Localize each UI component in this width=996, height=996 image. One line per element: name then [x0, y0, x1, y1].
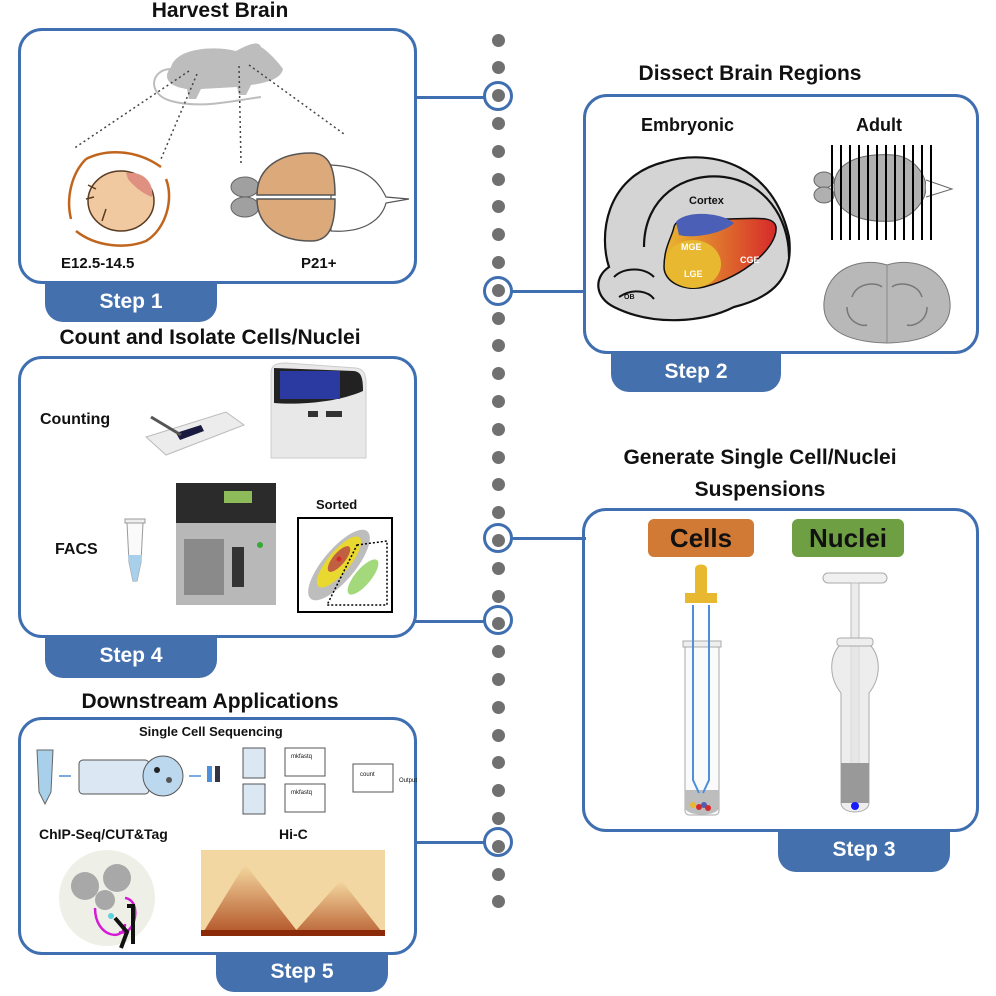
adult-age-label: P21+: [301, 255, 337, 272]
timeline-dot: [491, 506, 505, 520]
mkfastq-label-2: mkfastq: [291, 790, 313, 796]
timeline-dot: [491, 811, 505, 825]
step1-tab: Step 1: [45, 282, 217, 322]
timeline-dot: [491, 144, 505, 158]
mouse-icon: [153, 43, 283, 106]
hic-label: Hi-C: [279, 826, 308, 842]
pipette-tube-icon: [682, 564, 722, 816]
step2-panel: Embryonic Adult Cortex MGE LGE CGE OB: [583, 94, 979, 354]
step4-panel: Counting FACS Sorted: [18, 356, 417, 638]
timeline-dot: [491, 450, 505, 464]
timeline-dot: [491, 561, 505, 575]
timeline-dot: [491, 61, 505, 75]
timeline-dot: [491, 700, 505, 714]
chip-seq-diagram: [59, 850, 155, 949]
nuclei-badge: Nuclei: [792, 519, 904, 557]
step2-connector: [512, 290, 586, 293]
step3-title-line1: Generate Single Cell/Nuclei: [623, 446, 897, 469]
timeline-step-marker: [483, 827, 513, 857]
timeline-dot: [491, 422, 505, 436]
adult-brain-icon: [230, 152, 410, 242]
timeline-dot: [491, 367, 505, 381]
output-label: Output: [399, 778, 418, 784]
ob-label: OB: [624, 294, 635, 301]
microcentrifuge-tube-icon: [124, 518, 146, 582]
step5-connector: [414, 841, 484, 844]
timeline-dot: [491, 728, 505, 742]
chip-label: ChIP-Seq/CUT&Tag: [39, 826, 168, 842]
facs-machine-icon: [176, 483, 276, 605]
embryo-icon: [67, 151, 171, 247]
timeline-step-marker: [483, 276, 513, 306]
scseq-pipeline-diagram: [36, 747, 394, 815]
timeline-dot: [491, 33, 505, 47]
cortex-label: Cortex: [689, 195, 724, 207]
cell-counter-icon: [270, 362, 367, 459]
timeline-dot: [491, 394, 505, 408]
timeline-dot: [491, 589, 505, 603]
step3-title-line2: Suspensions: [694, 478, 826, 501]
step1-title: Harvest Brain: [151, 0, 289, 22]
timeline-dot: [491, 200, 505, 214]
mkfastq-label-1: mkfastq: [291, 754, 313, 760]
step2-tab: Step 2: [611, 352, 781, 392]
hic-heatmap: [201, 850, 385, 936]
counting-label: Counting: [40, 411, 111, 428]
timeline-dot: [491, 339, 505, 353]
dounce-homogenizer-icon: [822, 572, 888, 813]
timeline-dot: [491, 228, 505, 242]
facs-sorted-plot: [297, 517, 393, 613]
step4-connector: [414, 620, 484, 623]
scseq-label: Single Cell Sequencing: [139, 724, 283, 739]
step4-title: Count and Isolate Cells/Nuclei: [59, 326, 361, 349]
timeline-dot: [491, 172, 505, 186]
step2-title: Dissect Brain Regions: [638, 62, 862, 85]
sorted-label: Sorted: [316, 497, 358, 512]
timeline-dot: [491, 784, 505, 798]
timeline-step-marker: [483, 605, 513, 635]
cells-badge: Cells: [648, 519, 754, 557]
timeline-step-marker: [483, 81, 513, 111]
adult-brain-sliced-diagram: [813, 145, 954, 240]
timeline-dot: [491, 478, 505, 492]
timeline-dot: [491, 756, 505, 770]
step1-panel: E12.5-14.5 P21+: [18, 28, 417, 284]
dotted-lines: [72, 64, 345, 164]
counting-slide-icon: [145, 411, 246, 456]
count-label: count: [360, 772, 375, 778]
timeline-step-marker: [483, 523, 513, 553]
timeline-dot: [491, 645, 505, 659]
lge-label: LGE: [684, 269, 703, 279]
embryo-age-label: E12.5-14.5: [61, 255, 135, 272]
timeline-dot: [491, 255, 505, 269]
step3-tab: Step 3: [778, 830, 950, 872]
step4-tab: Step 4: [45, 636, 217, 678]
cge-label: CGE: [740, 255, 760, 265]
facs-label: FACS: [55, 541, 98, 558]
step3-panel: Cells Nuclei: [582, 508, 979, 832]
mge-label: MGE: [681, 242, 702, 252]
timeline-dot: [491, 895, 505, 909]
embryonic-brain-diagram: [597, 156, 791, 322]
timeline-dot: [491, 867, 505, 881]
step3-connector: [512, 537, 586, 540]
step5-title: Downstream Applications: [81, 690, 339, 713]
step5-tab: Step 5: [216, 952, 388, 992]
timeline-dot: [491, 116, 505, 130]
step1-connector: [414, 96, 484, 99]
adult-label: Adult: [856, 115, 902, 135]
coronal-section-diagram: [823, 261, 951, 344]
timeline-dot: [491, 672, 505, 686]
step5-panel: Single Cell Sequencing mkfastq mkfastq c…: [18, 717, 417, 955]
embryonic-label: Embryonic: [641, 115, 735, 135]
timeline-dot: [491, 311, 505, 325]
